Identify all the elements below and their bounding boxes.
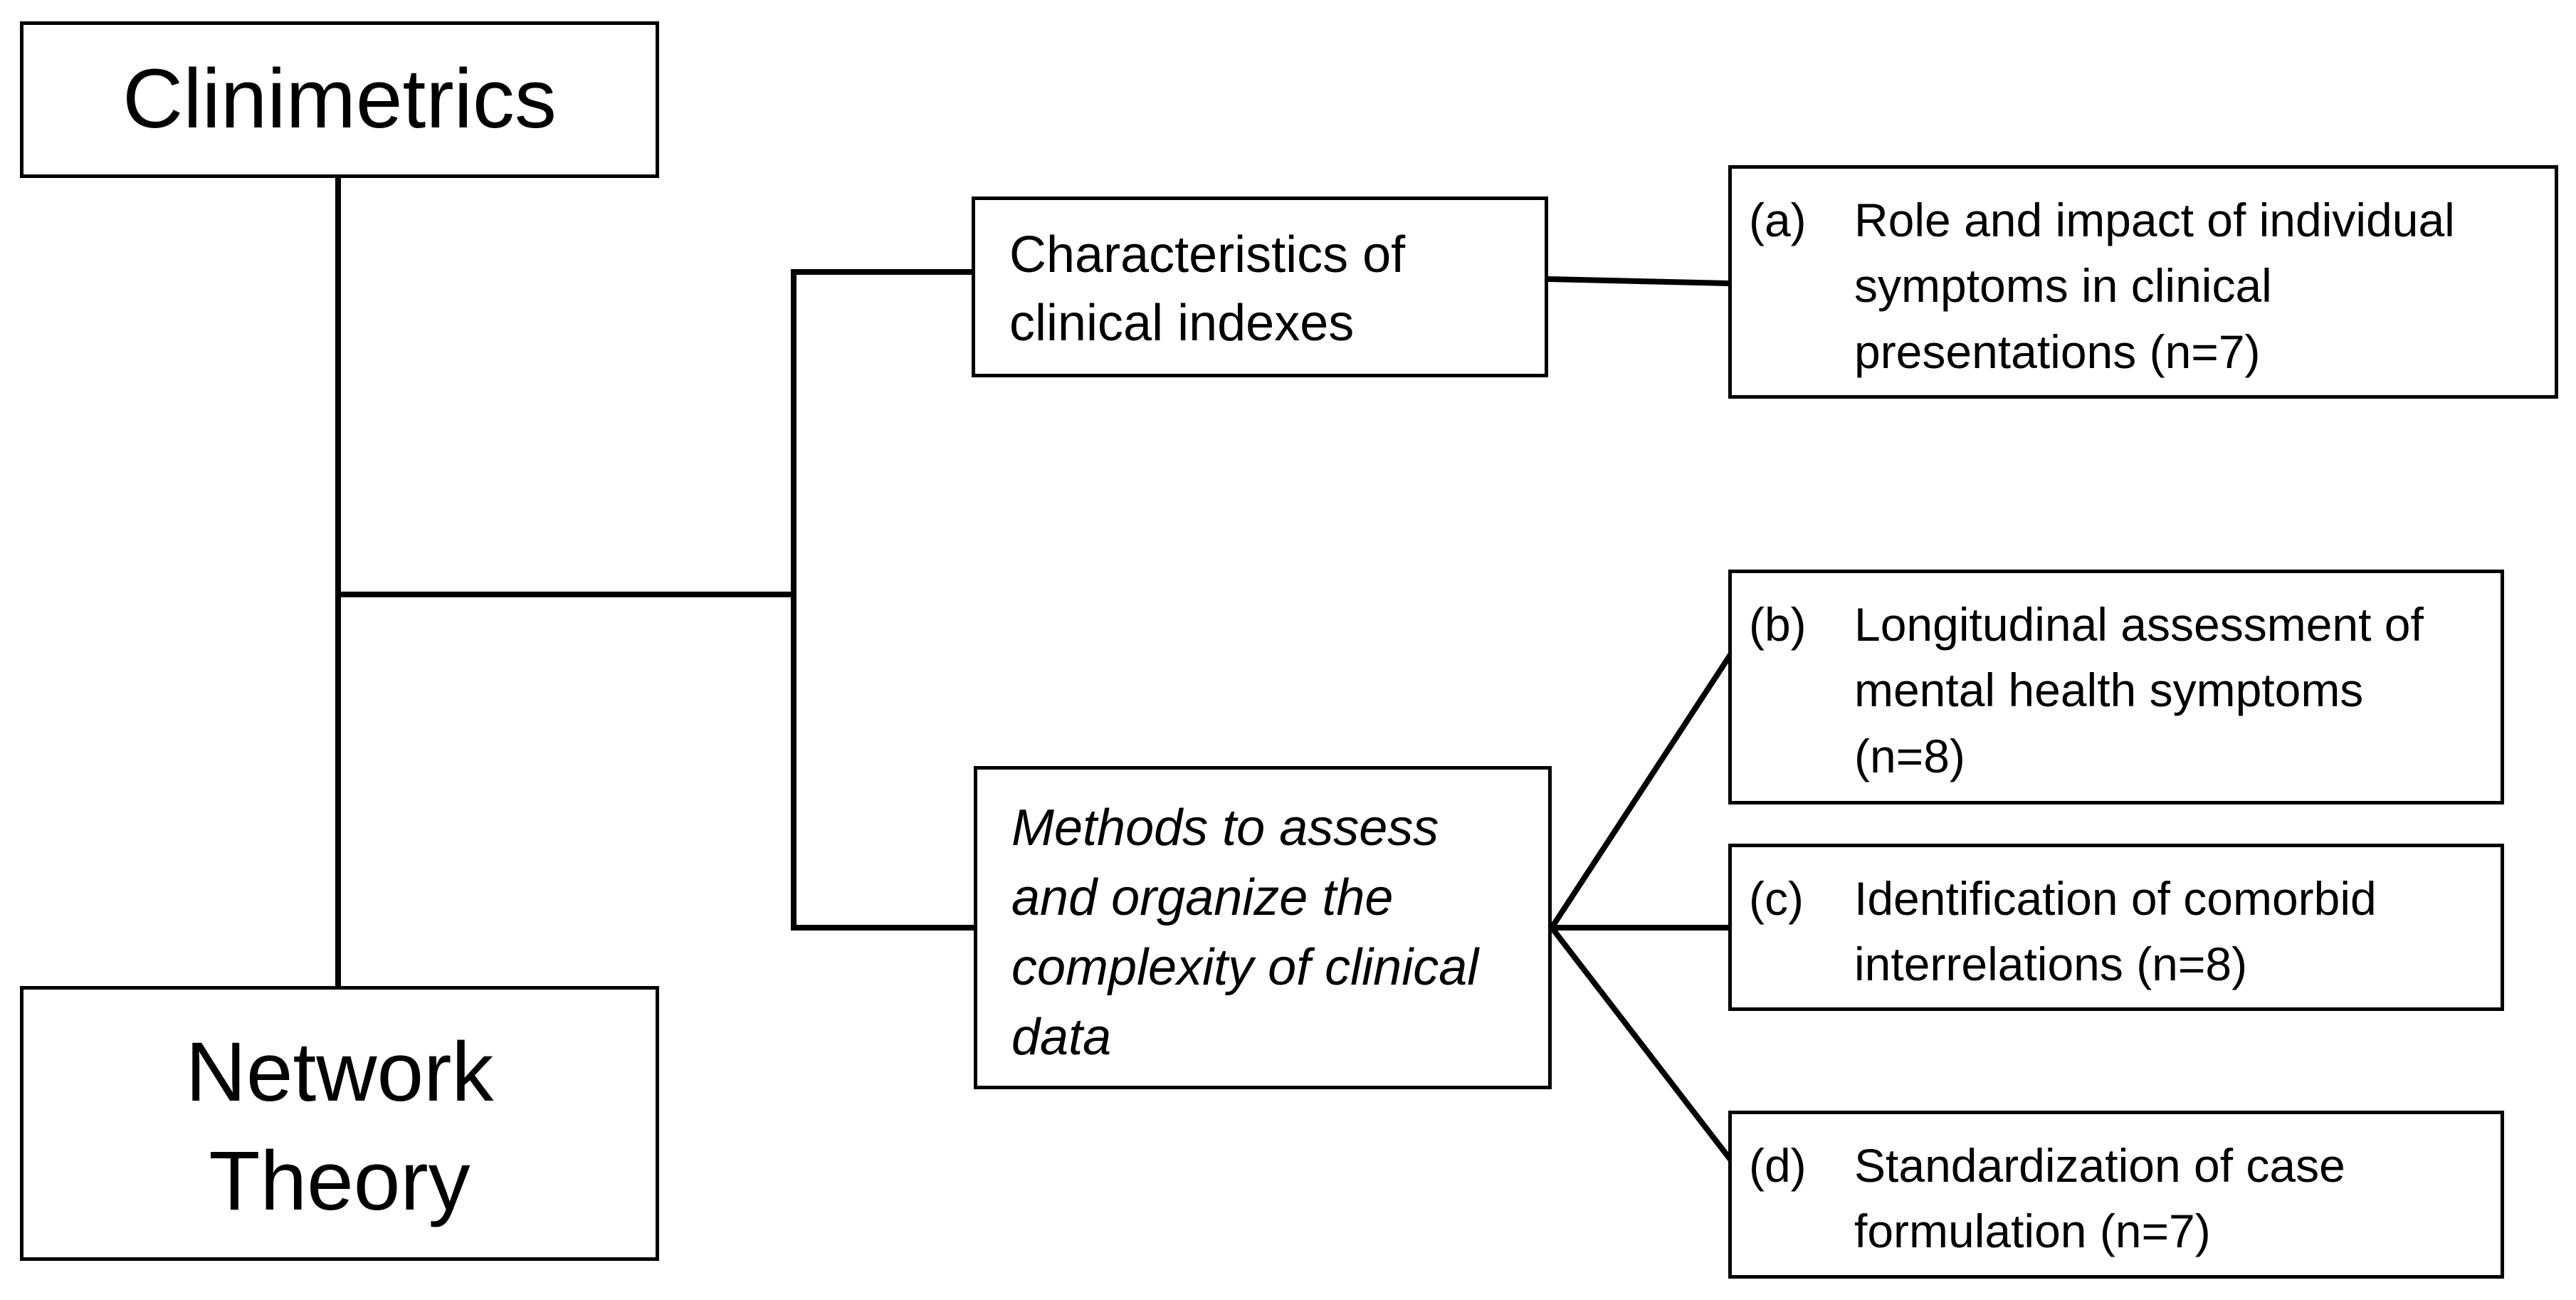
network-theory-label-line2: Theory	[209, 1134, 470, 1228]
outcome-c-line-2: interrelations (n=8)	[1854, 938, 2248, 991]
methods-line-1: Methods to assess	[1011, 800, 1439, 856]
outcome-b-box: (b) Longitudinal assessment of mental he…	[1728, 570, 2504, 804]
outcome-d-tag: (d)	[1749, 1139, 1807, 1192]
outcome-b-line-1: Longitudinal assessment of	[1854, 598, 2424, 651]
methods-line-4: data	[1011, 1008, 1112, 1066]
outcome-a-line-2: symptoms in clinical	[1854, 259, 2272, 313]
methods-box: Methods to assess and organize the compl…	[974, 766, 1552, 1089]
characteristics-line-2: clinical indexes	[1009, 294, 1355, 352]
outcome-a-box: (a) Role and impact of individual sympto…	[1728, 165, 2558, 399]
methods-line-3: complexity of clinical	[1011, 938, 1479, 996]
clinimetrics-label: Clinimetrics	[122, 52, 557, 147]
network-theory-box: Network Theory	[20, 986, 659, 1261]
outcome-c-box: (c) Identification of comorbid interrela…	[1728, 844, 2504, 1011]
outcome-b-tag: (b)	[1749, 598, 1807, 651]
clinimetrics-box: Clinimetrics	[20, 21, 659, 178]
network-theory-label-line1: Network	[185, 1024, 494, 1119]
methods-to-b-line	[1547, 649, 1735, 932]
characteristics-to-a-line	[1545, 276, 1733, 287]
methods-line-2: and organize the	[1011, 869, 1394, 926]
outcome-c-line-1: Identification of comorbid	[1854, 872, 2377, 925]
outcome-d-line-2: formulation (n=7)	[1854, 1205, 2211, 1258]
characteristics-line-1: Characteristics of	[1009, 226, 1406, 283]
outcome-a-line-1: Role and impact of individual	[1854, 194, 2455, 246]
outcome-c-tag: (c)	[1749, 872, 1804, 925]
outcome-d-box: (d) Standardization of case formulation …	[1728, 1111, 2504, 1279]
outcome-b-line-2: mental health symptoms	[1854, 664, 2364, 717]
outcome-a-line-3: presentations (n=7)	[1854, 325, 2261, 378]
methods-to-d-line	[1547, 923, 1735, 1165]
outcome-a-tag: (a)	[1749, 194, 1807, 246]
outcome-b-line-3: (n=8)	[1854, 729, 1965, 782]
outcome-d-line-1: Standardization of case	[1854, 1139, 2345, 1192]
characteristics-box: Characteristics of clinical indexes	[972, 196, 1548, 377]
